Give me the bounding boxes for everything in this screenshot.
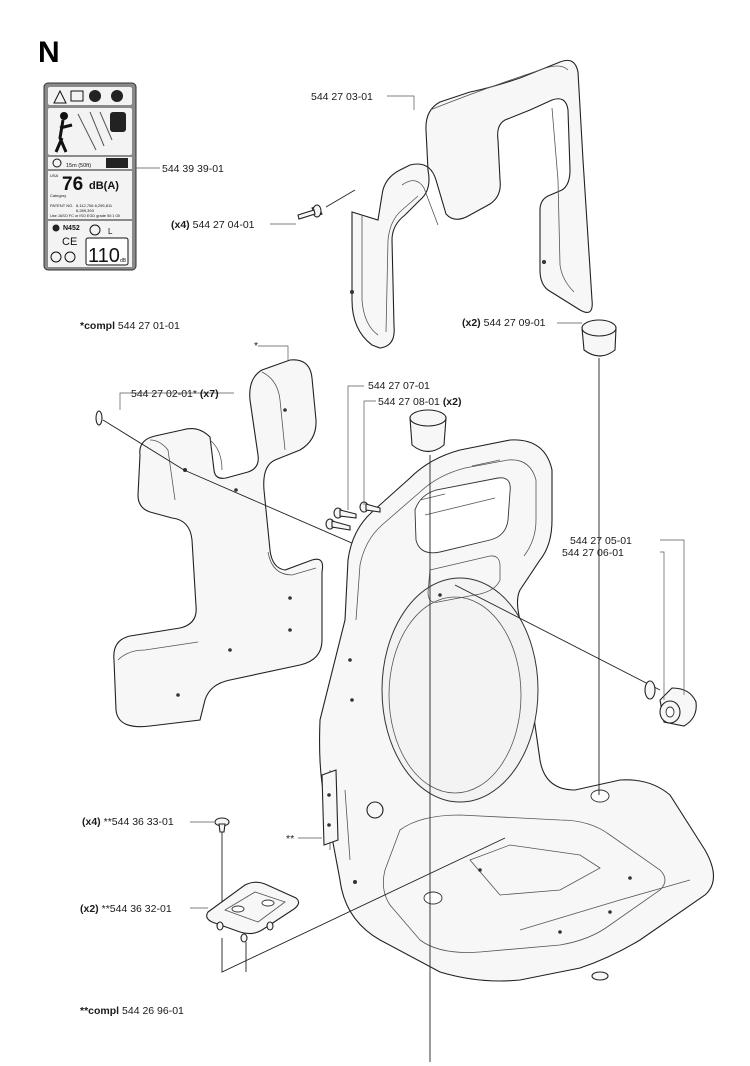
decal-lwa-unit: dB: [120, 258, 127, 264]
label-bracket: (x2) **544 36 32-01: [80, 903, 172, 915]
label-knob1: 544 27 05-01: [570, 535, 632, 547]
label-pad-star: *: [254, 340, 258, 352]
carry-frame: [350, 59, 593, 349]
warning-triangle-icon: [53, 89, 67, 104]
decal-oil-note: Use JASO FC or ISO EGD grade 50:1 Oil: [50, 214, 120, 218]
backplate: [319, 439, 715, 982]
label-bolt2: 544 27 08-01 (x2): [378, 396, 462, 408]
label-plug: (x4) **544 36 33-01: [82, 816, 174, 828]
floor-plug: [591, 971, 609, 981]
gear-seal-icon: [89, 224, 101, 236]
label-bolt1: 544 27 07-01: [368, 380, 430, 392]
decal-model-code: N452: [63, 225, 80, 232]
decal-patent: PATENT NO.: [50, 203, 73, 208]
decal-category: Category: [50, 193, 66, 198]
mount-bracket: [206, 881, 300, 943]
eye-protection-icon: [111, 90, 123, 102]
approval-mark-icon: [50, 251, 62, 263]
decal-sound-unit: dB(A): [89, 180, 119, 192]
label-doublestar: **: [286, 833, 294, 845]
cap-left: [409, 409, 447, 453]
ce-mark: CE: [62, 236, 77, 248]
decal-lwa-label: L: [108, 227, 113, 236]
decal-distance-text: 15m (50ft): [66, 163, 91, 169]
decal-usa: USA: [50, 173, 59, 178]
decal-sound-value: 76: [62, 174, 83, 195]
label-frame: 544 27 03-01: [311, 91, 373, 103]
recycle-mark-icon: [64, 251, 76, 263]
warning-decal: 15m (50ft) USA 76 dB(A) Category PATENT …: [43, 82, 137, 271]
label-cap: (x2) 544 27 09-01: [462, 317, 546, 329]
back-pad: [113, 359, 324, 728]
bolt-08: [325, 507, 357, 531]
cap-right: [581, 319, 617, 357]
no-bystanders-icon: [52, 158, 62, 168]
section-letter: N: [38, 36, 60, 69]
decal-patent-number-3: 6,289,393: [76, 208, 95, 213]
label-pad-rivet: 544 27 02-01* (x7): [131, 388, 219, 400]
pad-rivet: [95, 410, 185, 471]
decal-lwa-value: 110: [88, 245, 120, 267]
label-kit-compl: **compl 544 26 96-01: [80, 1005, 184, 1017]
ear-protection-icon: [89, 90, 101, 102]
label-pad-compl: *compl 544 27 01-01: [80, 320, 180, 332]
manual-book-icon: [70, 90, 84, 102]
label-frame-screw: (x4) 544 27 04-01: [171, 219, 255, 231]
label-decal: 544 39 39-01: [162, 163, 224, 175]
label-knob2: 544 27 06-01: [562, 547, 624, 559]
decal-patent-numbers: 6,112,706 6,295,811: [76, 203, 113, 208]
knob-assembly: [644, 680, 697, 727]
plug: [214, 817, 230, 833]
operator-pictogram-icon: [54, 111, 126, 153]
blower-icon: [106, 158, 128, 168]
certification-icon: [52, 224, 60, 232]
frame-screw: [297, 189, 356, 220]
bolt-07: [359, 501, 381, 513]
